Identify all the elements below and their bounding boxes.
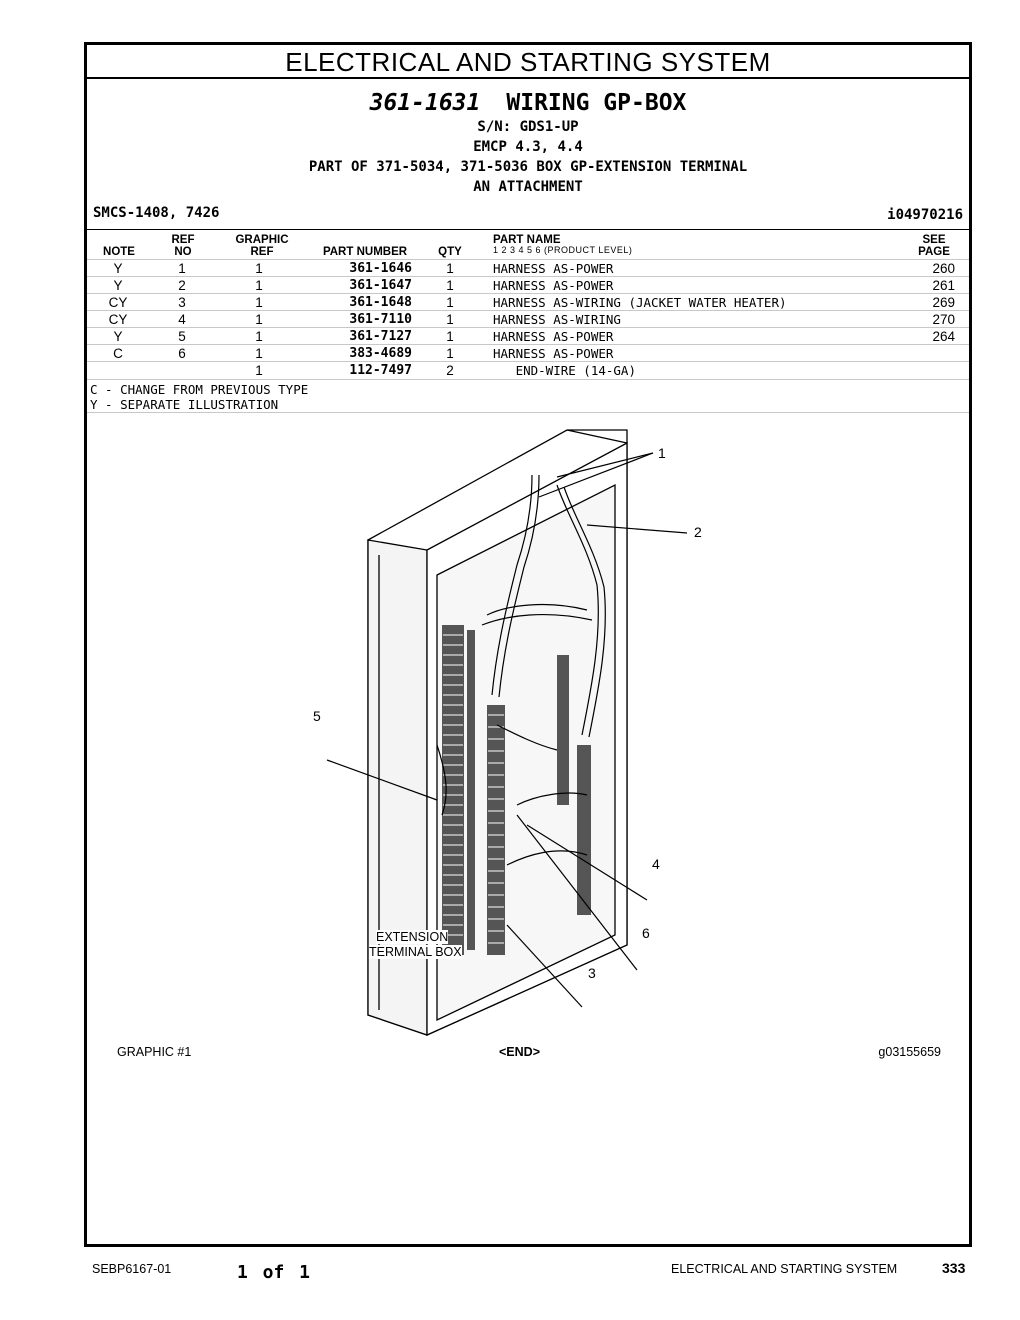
- group-part-number: 361-1631: [369, 90, 481, 116]
- callout-1: 1: [658, 445, 666, 461]
- row-graphic-ref: 1: [255, 363, 263, 378]
- part-of-line: PART OF 371-5034, 371-5036 BOX GP-EXTENS…: [308, 159, 748, 175]
- row-see-page[interactable]: 269: [932, 295, 955, 310]
- row-qty: 1: [446, 346, 454, 361]
- row-note: C: [113, 346, 123, 361]
- attachment-line: AN ATTACHMENT: [473, 179, 583, 195]
- footer-section: ELECTRICAL AND STARTING SYSTEM: [671, 1262, 898, 1276]
- row-part-number[interactable]: 361-1648: [349, 295, 412, 310]
- row-part-number[interactable]: 361-7110: [349, 312, 412, 327]
- row-ref: 6: [178, 346, 186, 361]
- row-ref: 5: [178, 329, 186, 344]
- col-see-top: SEE: [922, 234, 946, 246]
- table-row[interactable]: Y 5 1 361-7127 1 HARNESS AS-POWER 264: [87, 327, 969, 345]
- row-note: Y: [113, 261, 123, 276]
- callout-2: 2: [694, 524, 702, 540]
- row-note: Y: [113, 278, 123, 293]
- doc-id: SEBP6167-01: [92, 1262, 172, 1276]
- row-graphic-ref: 1: [255, 346, 263, 361]
- row-graphic-ref: 1: [255, 312, 263, 327]
- graphic-id: g03155659: [878, 1045, 941, 1059]
- row-see-page[interactable]: 264: [932, 329, 955, 344]
- page-of: 1 of 1: [237, 1262, 311, 1283]
- row-qty: 2: [446, 363, 454, 378]
- row-part-name: HARNESS AS-POWER: [493, 329, 614, 344]
- row-part-name: HARNESS AS-POWER: [493, 278, 614, 293]
- callout-4: 4: [652, 856, 660, 872]
- serial-range: S/N: GDS1-UP: [477, 119, 579, 135]
- page-frame: ELECTRICAL AND STARTING SYSTEM 361-1631 W…: [84, 42, 972, 1247]
- row-note: CY: [108, 312, 128, 327]
- row-qty: 1: [446, 295, 454, 310]
- row-ref: 4: [178, 312, 186, 327]
- row-part-number[interactable]: 361-7127: [349, 329, 412, 344]
- row-graphic-ref: 1: [255, 278, 263, 293]
- group-part-name: WIRING GP-BOX: [506, 90, 687, 116]
- col-ref-top: REF: [171, 234, 195, 246]
- callout-6: 6: [642, 925, 650, 941]
- row-ref: 1: [178, 261, 186, 276]
- row-ref: 2: [178, 278, 186, 293]
- graphic-number: GRAPHIC #1: [117, 1045, 192, 1059]
- callout-5: 5: [313, 708, 321, 724]
- smcs-code: SMCS-1408, 7426: [93, 205, 220, 221]
- row-part-name: END-WIRE (14-GA): [493, 363, 636, 378]
- col-part-number: PART NUMBER: [322, 246, 408, 258]
- table-row[interactable]: Y 1 1 361-1646 1 HARNESS AS-POWER 260: [87, 259, 969, 277]
- row-qty: 1: [446, 329, 454, 344]
- row-qty: 1: [446, 312, 454, 327]
- section-title: ELECTRICAL AND STARTING SYSTEM: [87, 45, 969, 79]
- table-top-rule: [87, 229, 969, 230]
- row-ref: 3: [178, 295, 186, 310]
- illustration-id: i04970216: [887, 207, 963, 223]
- product-levels: 1 2 3 4 5 6 (PRODUCT LEVEL): [493, 245, 633, 255]
- row-part-number[interactable]: 383-4689: [349, 346, 412, 361]
- row-see-page[interactable]: 270: [932, 312, 955, 327]
- row-part-name: HARNESS AS-POWER: [493, 261, 614, 276]
- table-row[interactable]: CY 3 1 361-1648 1 HARNESS AS-WIRING (JAC…: [87, 293, 969, 311]
- col-note: NOTE: [103, 246, 135, 258]
- row-note: CY: [108, 295, 128, 310]
- row-see-page[interactable]: 260: [932, 261, 955, 276]
- col-qty: QTY: [438, 246, 462, 258]
- table-row[interactable]: CY 4 1 361-7110 1 HARNESS AS-WIRING 270: [87, 310, 969, 328]
- part-header: 361-1631 WIRING GP-BOX S/N: GDS1-UP EMCP …: [87, 79, 969, 197]
- row-part-name: HARNESS AS-POWER: [493, 346, 614, 361]
- row-part-number[interactable]: 361-1646: [349, 261, 412, 276]
- callout-3: 3: [588, 965, 596, 981]
- table-bottom-rule: [87, 379, 969, 380]
- end-marker: <END>: [499, 1045, 540, 1059]
- col-part-name: PART NAME: [493, 234, 561, 246]
- row-graphic-ref: 1: [255, 329, 263, 344]
- row-graphic-ref: 1: [255, 295, 263, 310]
- row-qty: 1: [446, 261, 454, 276]
- wiring-box-illustration: [326, 429, 688, 1037]
- emcp-line: EMCP 4.3, 4.4: [473, 139, 583, 155]
- row-part-name: HARNESS AS-WIRING (JACKET WATER HEATER): [493, 295, 787, 310]
- page-number: 333: [942, 1260, 966, 1276]
- row-part-number[interactable]: 112-7497: [349, 363, 412, 378]
- row-graphic-ref: 1: [255, 261, 263, 276]
- box-label-line-2: TERMINAL BOX: [369, 945, 462, 959]
- table-row[interactable]: Y 2 1 361-1647 1 HARNESS AS-POWER 261: [87, 276, 969, 294]
- col-ref-bottom: NO: [174, 246, 192, 258]
- legend-change: C - CHANGE FROM PREVIOUS TYPE: [90, 382, 309, 397]
- box-label-line-1: EXTENSION: [376, 930, 449, 944]
- table-row[interactable]: 1 112-7497 2 END-WIRE (14-GA): [87, 361, 969, 379]
- row-see-page[interactable]: 261: [932, 278, 955, 293]
- legend-separate: Y - SEPARATE ILLUSTRATION: [90, 397, 279, 412]
- row-part-name: HARNESS AS-WIRING: [493, 312, 621, 327]
- col-see-bottom: PAGE: [918, 246, 950, 258]
- table-row[interactable]: C 6 1 383-4689 1 HARNESS AS-POWER: [87, 344, 969, 362]
- title-line: 361-1631 WIRING GP-BOX: [87, 89, 969, 117]
- legend-rule: [87, 412, 969, 413]
- row-part-number[interactable]: 361-1647: [349, 278, 412, 293]
- row-qty: 1: [446, 278, 454, 293]
- col-gref-bottom: REF: [250, 246, 274, 258]
- row-note: Y: [113, 329, 123, 344]
- col-gref-top: GRAPHIC: [235, 234, 289, 246]
